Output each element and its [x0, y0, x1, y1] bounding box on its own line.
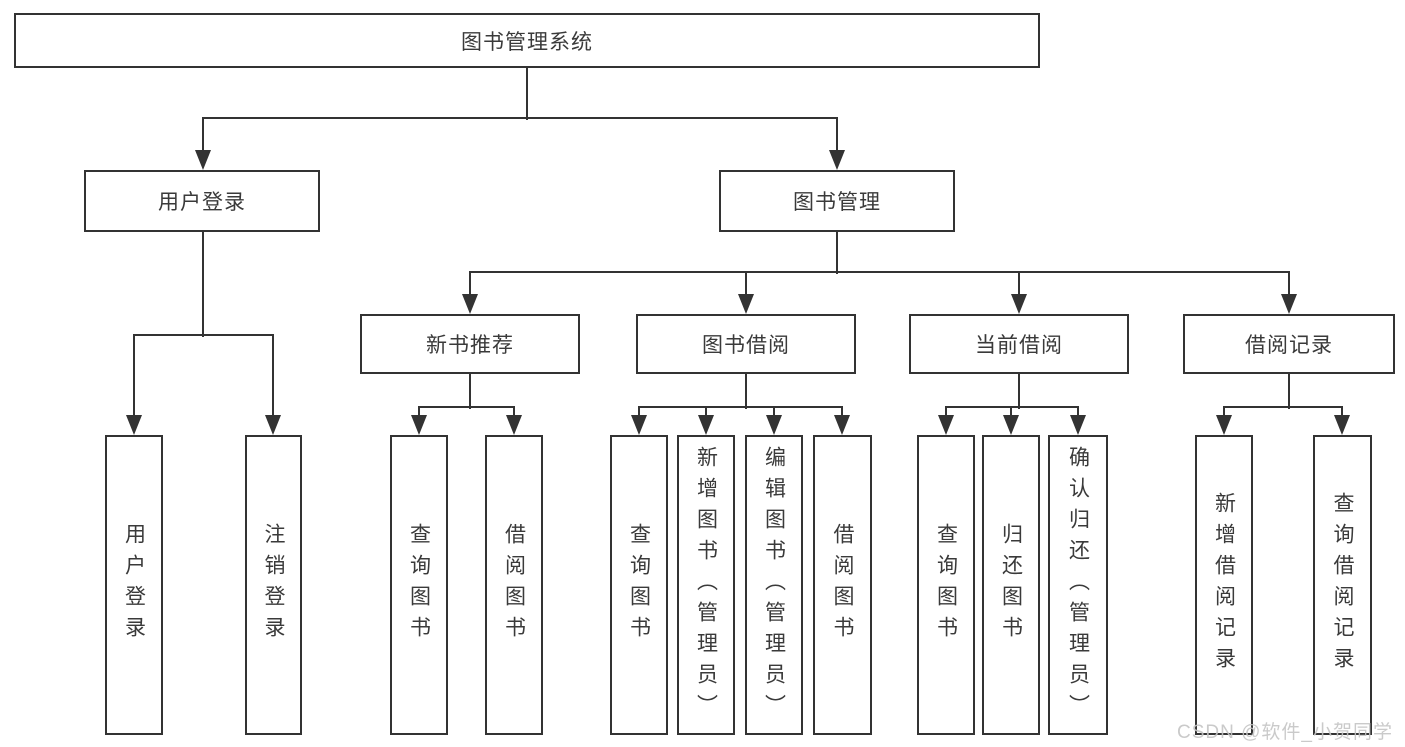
- arrow-shaft-line: [1222, 407, 1226, 417]
- arrow-shaft-line: [1340, 407, 1344, 417]
- node-leaf-return-book: 归还图书: [982, 435, 1040, 735]
- node-leaf-add-borrow-record: 新增借阅记录: [1195, 435, 1253, 735]
- node-leaf-query-books-2: 查询图书: [610, 435, 668, 735]
- connector-vline: [835, 232, 839, 274]
- connector-hline: [132, 333, 275, 337]
- node-leaf-logout: 注销登录: [245, 435, 302, 735]
- arrow-shaft-line: [468, 272, 472, 296]
- arrow-down-icon: [126, 415, 142, 435]
- arrow-down-icon: [462, 294, 478, 314]
- node-leaf-borrow-books-1: 借阅图书: [485, 435, 543, 735]
- arrow-down-icon: [195, 150, 211, 170]
- connector-vline: [744, 374, 748, 409]
- arrow-shaft-line: [417, 407, 421, 417]
- node-book-borrow: 图书借阅: [636, 314, 856, 374]
- node-leaf-user-login: 用户登录: [105, 435, 163, 735]
- connector-hline: [637, 405, 844, 409]
- arrow-down-icon: [938, 415, 954, 435]
- node-current-borrow: 当前借阅: [909, 314, 1129, 374]
- arrow-down-icon: [506, 415, 522, 435]
- arrow-down-icon: [631, 415, 647, 435]
- arrow-shaft-line: [840, 407, 844, 417]
- arrow-down-icon: [1070, 415, 1086, 435]
- arrow-down-icon: [1011, 294, 1027, 314]
- arrow-shaft-line: [1287, 272, 1291, 296]
- arrow-shaft-line: [271, 335, 275, 417]
- arrow-down-icon: [1003, 415, 1019, 435]
- arrow-shaft-line: [704, 407, 708, 417]
- arrow-down-icon: [1281, 294, 1297, 314]
- connector-hline: [468, 270, 1291, 274]
- connector-vline: [1287, 374, 1291, 409]
- arrow-shaft-line: [1009, 407, 1013, 417]
- connector-hline: [1222, 405, 1344, 409]
- node-root: 图书管理系统: [14, 13, 1040, 68]
- arrow-down-icon: [829, 150, 845, 170]
- arrow-down-icon: [738, 294, 754, 314]
- arrow-down-icon: [698, 415, 714, 435]
- arrow-shaft-line: [1017, 272, 1021, 296]
- connector-hline: [201, 116, 839, 120]
- arrow-down-icon: [1334, 415, 1350, 435]
- node-new-book-recommend: 新书推荐: [360, 314, 580, 374]
- connector-hline: [944, 405, 1080, 409]
- node-leaf-query-borrow-record: 查询借阅记录: [1313, 435, 1372, 735]
- connector-vline: [525, 68, 529, 120]
- arrow-shaft-line: [1076, 407, 1080, 417]
- node-book-management: 图书管理: [719, 170, 955, 232]
- node-user-login: 用户登录: [84, 170, 320, 232]
- arrow-down-icon: [766, 415, 782, 435]
- arrow-shaft-line: [835, 118, 839, 152]
- node-leaf-query-books-1: 查询图书: [390, 435, 448, 735]
- arrow-down-icon: [265, 415, 281, 435]
- node-leaf-query-books-3: 查询图书: [917, 435, 975, 735]
- arrow-down-icon: [411, 415, 427, 435]
- watermark: CSDN @软件_小贺同学: [1177, 722, 1393, 743]
- arrow-shaft-line: [637, 407, 641, 417]
- connector-vline: [201, 232, 205, 337]
- node-leaf-confirm-return: 确认归还（管理员）: [1048, 435, 1108, 735]
- connector-hline: [417, 405, 516, 409]
- arrow-shaft-line: [744, 272, 748, 296]
- arrow-down-icon: [1216, 415, 1232, 435]
- arrow-shaft-line: [132, 335, 136, 417]
- connector-vline: [468, 374, 472, 409]
- connector-vline: [1017, 374, 1021, 409]
- arrow-shaft-line: [201, 118, 205, 152]
- arrow-shaft-line: [772, 407, 776, 417]
- arrow-shaft-line: [512, 407, 516, 417]
- arrow-down-icon: [834, 415, 850, 435]
- arrow-shaft-line: [944, 407, 948, 417]
- node-borrow-records: 借阅记录: [1183, 314, 1395, 374]
- node-leaf-borrow-books-2: 借阅图书: [813, 435, 872, 735]
- node-leaf-edit-book: 编辑图书（管理员）: [745, 435, 803, 735]
- node-leaf-add-book: 新增图书（管理员）: [677, 435, 735, 735]
